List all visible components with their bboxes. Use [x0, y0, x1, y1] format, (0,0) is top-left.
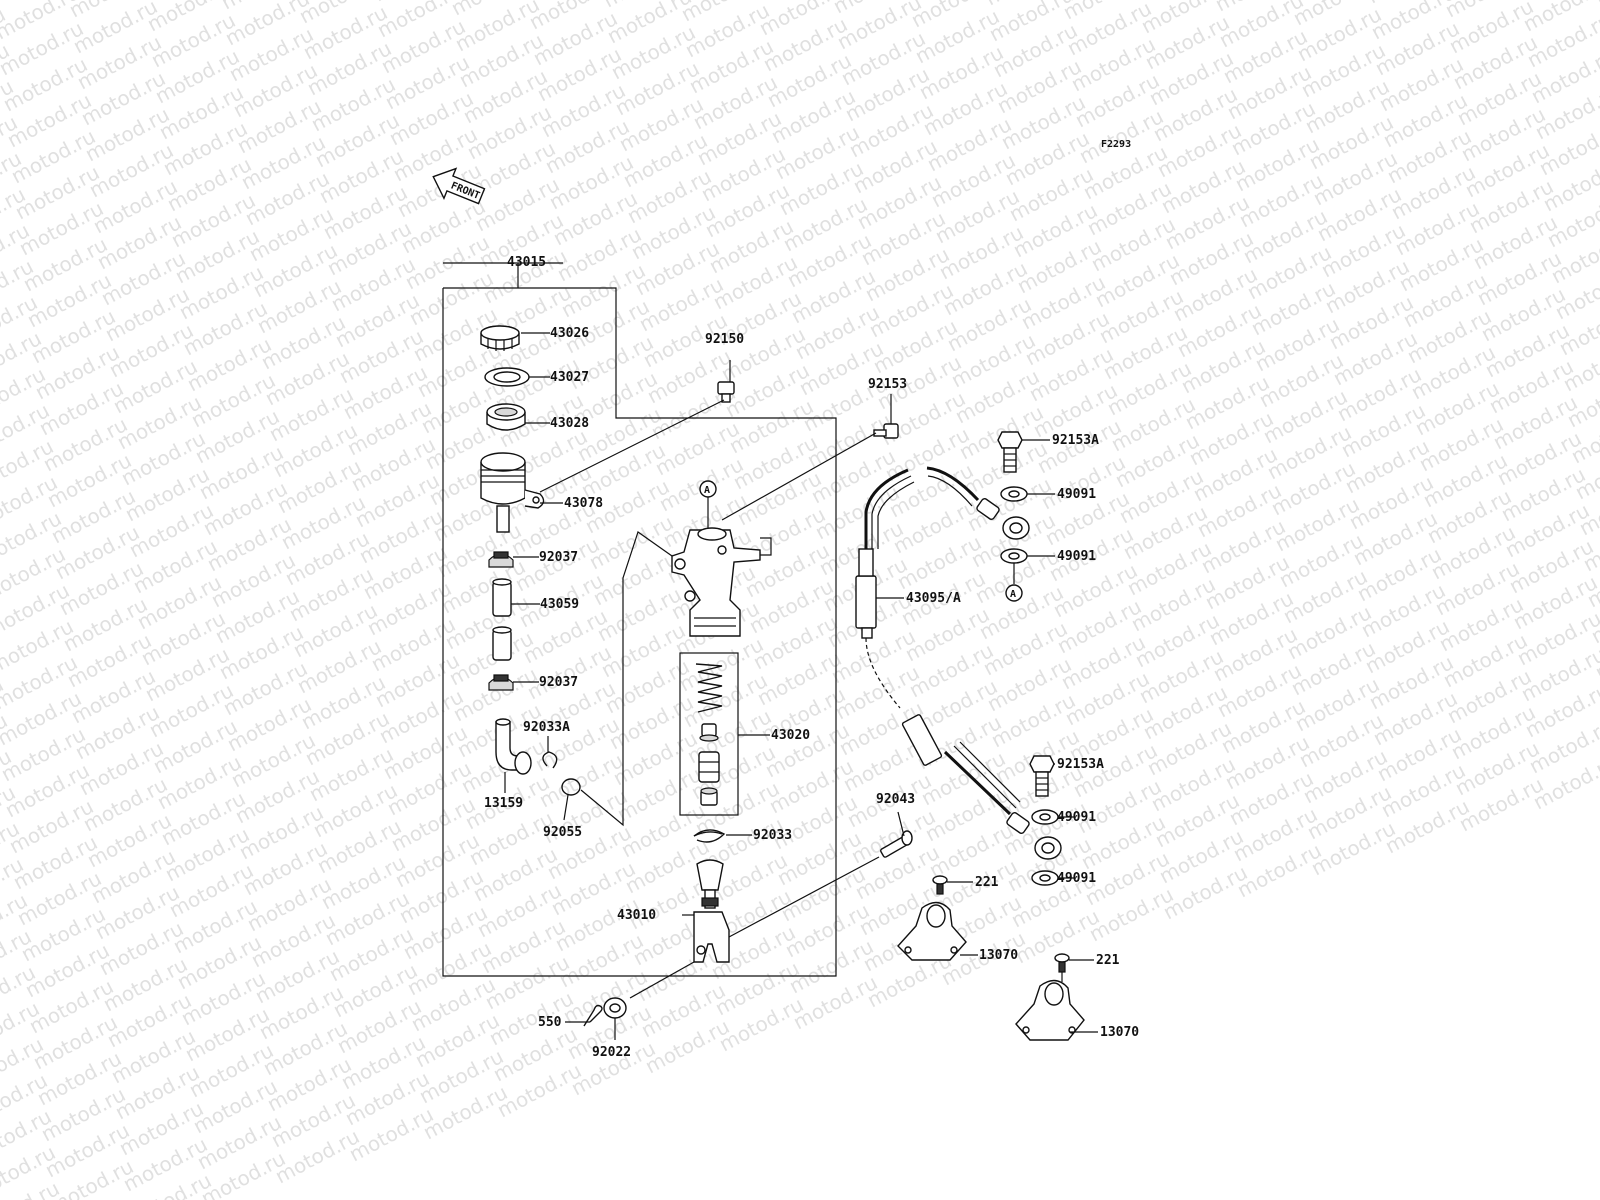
label-43026: 43026 [550, 326, 589, 341]
label-92153A-upper: 92153A [1052, 433, 1099, 448]
ref-marker-a-lower-label: A [1010, 589, 1016, 600]
o-ring-92055 [561, 778, 581, 796]
label-92037-lower: 92037 [539, 675, 578, 690]
diagram-code: F2293 [1101, 139, 1131, 150]
assembly-bracket-43015 [442, 262, 837, 977]
screw-221-lower [1054, 953, 1070, 973]
bolt-92153 [873, 423, 899, 439]
washer-92022 [603, 997, 627, 1019]
label-92153A-lower: 92153A [1057, 757, 1104, 772]
label-92055: 92055 [543, 825, 582, 840]
reservoir-hose [492, 578, 512, 661]
reservoir-cap [480, 325, 520, 351]
banjo-bolt-upper [997, 431, 1023, 473]
bolt-92150 [717, 381, 735, 403]
label-92153: 92153 [868, 377, 907, 392]
label-49091-2: 49091 [1057, 549, 1096, 564]
label-43020: 43020 [771, 728, 810, 743]
label-92033: 92033 [753, 828, 792, 843]
label-49091-1: 49091 [1057, 487, 1096, 502]
label-92037-upper: 92037 [539, 550, 578, 565]
label-43010: 43010 [617, 908, 656, 923]
brake-hose [855, 466, 1062, 860]
crush-washer-2 [1000, 548, 1028, 564]
label-49091-4: 49091 [1057, 871, 1096, 886]
diaphragm [486, 403, 526, 431]
label-92043: 92043 [876, 792, 915, 807]
hose-guide-lower [1015, 979, 1085, 1041]
screw-221-upper [932, 875, 948, 895]
hose-clamp-lower [488, 674, 514, 691]
label-43027: 43027 [550, 370, 589, 385]
diaphragm-plate [484, 367, 530, 387]
label-221-upper: 221 [975, 875, 999, 890]
label-550: 550 [538, 1015, 562, 1030]
label-43095A: 43095/A [906, 591, 961, 606]
hose-clamp-upper [488, 551, 514, 568]
banjo-bolt-lower [1029, 755, 1055, 797]
label-92022: 92022 [592, 1045, 631, 1060]
pin-92043 [880, 830, 913, 858]
crush-washer-3 [1031, 809, 1059, 825]
crush-washer-1 [1000, 486, 1028, 502]
label-43059: 43059 [540, 597, 579, 612]
label-13070-lower: 13070 [1100, 1025, 1139, 1040]
crush-washer-4 [1031, 870, 1059, 886]
hose-guide-upper [897, 901, 967, 961]
label-49091-3: 49091 [1057, 810, 1096, 825]
label-43015: 43015 [507, 255, 546, 270]
label-43028: 43028 [550, 416, 589, 431]
circlip-92033a [542, 751, 558, 769]
label-13070-upper: 13070 [979, 948, 1018, 963]
ref-marker-a-lower [1005, 584, 1023, 602]
elbow-fitting [495, 718, 532, 775]
snap-ring-92033 [693, 829, 726, 843]
label-221-lower: 221 [1096, 953, 1120, 968]
label-13159: 13159 [484, 796, 523, 811]
cotter-pin-550 [583, 1004, 603, 1027]
push-rod [693, 859, 730, 963]
label-92150: 92150 [705, 332, 744, 347]
label-92033A: 92033A [523, 720, 570, 735]
piston-kit-box [679, 652, 739, 816]
reservoir-tank [480, 452, 545, 533]
label-43078: 43078 [564, 496, 603, 511]
ref-marker-a-upper-label: A [704, 485, 710, 496]
master-cylinder-body [671, 527, 761, 637]
